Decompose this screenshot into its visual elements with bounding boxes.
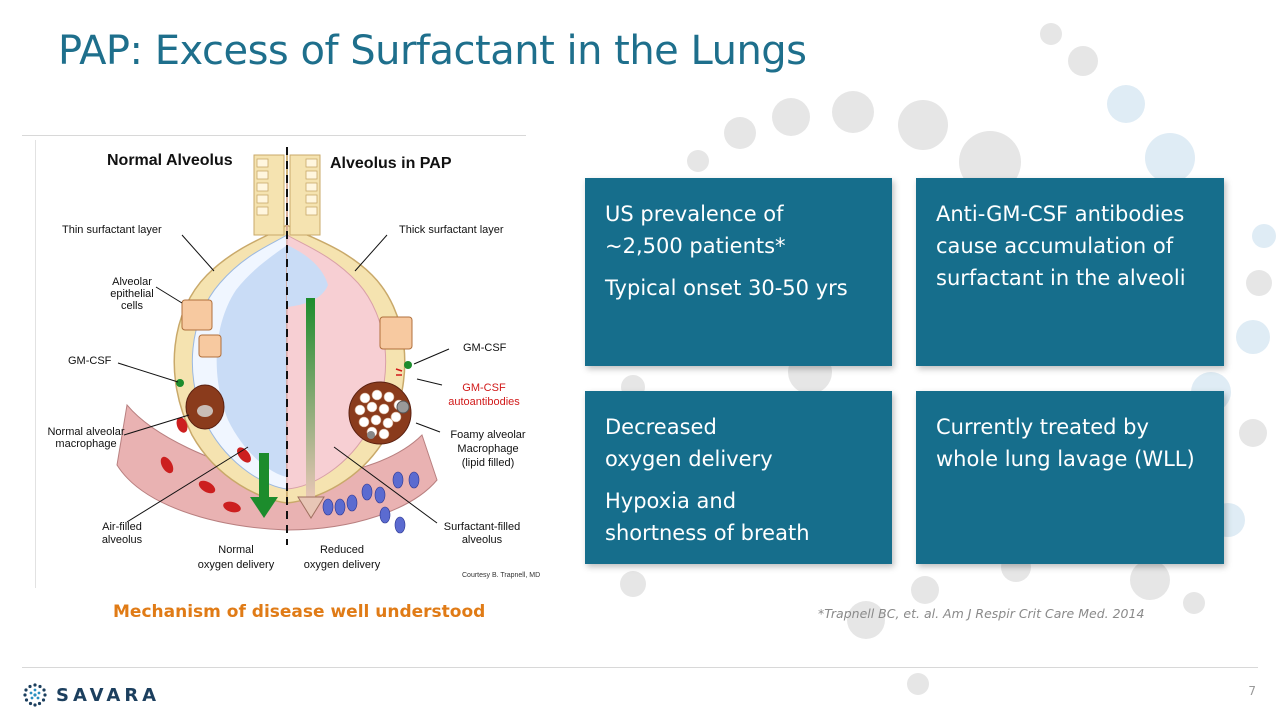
normal-alveolus-airspace bbox=[216, 245, 287, 477]
leader-lines bbox=[117, 234, 450, 524]
epithelial-cells-left bbox=[181, 299, 222, 358]
savara-logo-icon bbox=[23, 683, 47, 707]
oxygen-box: Decreased oxygen delivery Hypoxia and sh… bbox=[585, 391, 892, 564]
antibodies-line-2: cause accumulation of bbox=[936, 234, 1174, 258]
label-normal-macro-1: Normal alveolar bbox=[47, 426, 124, 438]
label-foamy-3: (lipid filled) bbox=[462, 457, 515, 469]
prevalence-line-1: US prevalence of bbox=[605, 202, 784, 226]
label-gmcsf-left: GM-CSF bbox=[68, 355, 112, 367]
alveolus-diagram: Normal Alveolus Alveolus in PAP Thin sur… bbox=[47, 147, 540, 579]
figure-left-divider bbox=[35, 140, 36, 588]
normal-oxygen-arrow bbox=[250, 453, 278, 518]
label-thin-layer: Thin surfactant layer bbox=[62, 224, 162, 236]
prevalence-line-2: ~2,500 patients* bbox=[605, 234, 786, 258]
label-courtesy: Courtesy B. Trapnell, MD bbox=[462, 572, 540, 579]
label-reduced-o2-1: Reduced bbox=[320, 544, 364, 556]
antibodies-box: Anti-GM-CSF antibodies cause accumulatio… bbox=[916, 178, 1224, 366]
hypoxia-line-2: shortness of breath bbox=[605, 521, 810, 545]
label-thick-layer: Thick surfactant layer bbox=[399, 224, 504, 236]
oxygen-line-2: oxygen delivery bbox=[605, 447, 773, 471]
label-alveolar-1: Alveolar bbox=[112, 276, 152, 288]
label-foamy-1: Foamy alveolar bbox=[450, 429, 526, 441]
savara-logo-text: SAVARA bbox=[56, 684, 161, 706]
pap-residual-air bbox=[287, 245, 328, 307]
label-foamy-2: Macrophage bbox=[457, 443, 518, 455]
epithelial-cell-right bbox=[379, 316, 413, 350]
label-autoab-2: autoantibodies bbox=[448, 396, 520, 408]
reduced-oxygen-arrow bbox=[297, 298, 325, 519]
heading-pap-alveolus: Alveolus in PAP bbox=[330, 155, 452, 172]
deoxygenated-cells bbox=[322, 471, 420, 534]
label-alveolar-2: epithelial bbox=[110, 288, 153, 300]
gmcsf-dot-right bbox=[404, 361, 412, 369]
gmcsf-dot-left bbox=[176, 379, 184, 387]
label-reduced-o2-2: oxygen delivery bbox=[304, 559, 381, 571]
red-blood-cells bbox=[160, 417, 251, 513]
hypoxia-line-1: Hypoxia and bbox=[605, 489, 737, 513]
label-gmcsf-right: GM-CSF bbox=[463, 342, 507, 354]
prevalence-box: US prevalence of ~2,500 patients* Typica… bbox=[585, 178, 892, 366]
savara-logo: SAVARA bbox=[22, 680, 160, 710]
heading-normal-alveolus: Normal Alveolus bbox=[107, 152, 233, 169]
label-surf-1: Surfactant-filled bbox=[444, 521, 520, 533]
mechanism-caption: Mechanism of disease well understood bbox=[113, 602, 486, 622]
label-normal-o2-2: oxygen delivery bbox=[198, 559, 275, 571]
antibodies-line-1: Anti-GM-CSF antibodies bbox=[936, 202, 1185, 226]
footer-divider bbox=[22, 667, 1258, 668]
autoantibody-marks bbox=[395, 368, 403, 376]
label-normal-o2-1: Normal bbox=[218, 544, 253, 556]
oxygen-line-1: Decreased bbox=[605, 415, 717, 439]
treatment-line-2: whole lung lavage (WLL) bbox=[936, 447, 1195, 471]
treatment-box: Currently treated by whole lung lavage (… bbox=[916, 391, 1224, 564]
figure-top-divider bbox=[22, 135, 526, 136]
onset-line: Typical onset 30-50 yrs bbox=[605, 276, 848, 300]
treatment-line-1: Currently treated by bbox=[936, 415, 1149, 439]
page-number: 7 bbox=[1248, 684, 1256, 698]
label-alveolar-3: cells bbox=[121, 300, 144, 312]
label-air-2: alveolus bbox=[102, 534, 143, 546]
label-air-1: Air-filled bbox=[102, 521, 142, 533]
citation: *Trapnell BC, et. al. Am J Respir Crit C… bbox=[818, 606, 1145, 621]
antibodies-line-3: surfactant in the alveoli bbox=[936, 266, 1186, 290]
label-normal-macro-2: macrophage bbox=[55, 438, 116, 450]
label-autoab-1: GM-CSF bbox=[462, 382, 506, 394]
label-surf-2: alveolus bbox=[462, 534, 503, 546]
slide-title: PAP: Excess of Surfactant in the Lungs bbox=[58, 28, 807, 74]
